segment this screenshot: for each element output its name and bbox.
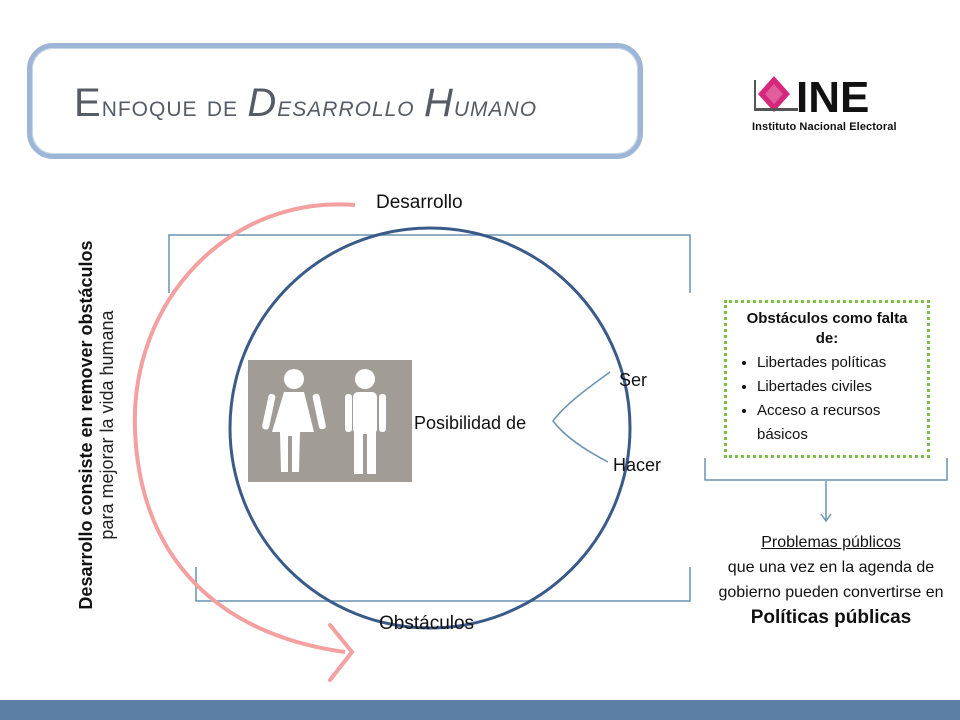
- obstacle-item: Acceso a recursos básicos: [757, 399, 917, 447]
- label-ser: Ser: [619, 370, 648, 390]
- label-obstaculos: Obstáculos: [379, 613, 475, 634]
- bottom-bracket: [195, 567, 691, 602]
- problems-text: Problemas públicos que una vez en la age…: [716, 530, 946, 630]
- down-arrow-head: [820, 513, 832, 523]
- title-box: Enfoque de Desarrollo Humano: [27, 43, 643, 159]
- logo-diamond-icon: [758, 76, 790, 112]
- obstacles-list: Libertades políticas Libertades civiles …: [737, 351, 917, 447]
- obstacle-item: Libertades civiles: [757, 375, 917, 399]
- logo-acronym: INE: [796, 74, 869, 122]
- logo-subtitle: Instituto Nacional Electoral: [752, 121, 897, 133]
- development-arc: [132, 202, 356, 654]
- public-policies-label: Políticas públicas: [750, 607, 912, 628]
- main-circle: [228, 226, 632, 630]
- obstacles-bracket: [704, 458, 948, 481]
- top-bracket: [168, 234, 691, 293]
- obstacles-box: Obstáculos como falta de: Libertades pol…: [724, 300, 930, 458]
- vertical-caption: Desarrollo consiste en remover obstáculo…: [52, 205, 142, 645]
- problems-heading: Problemas públicos: [761, 534, 901, 551]
- people-pictogram: [248, 360, 412, 482]
- obstacle-item: Libertades políticas: [757, 351, 917, 375]
- problems-body: que una vez en la agenda de gobierno pue…: [718, 559, 944, 601]
- woman-man-icon: [262, 369, 386, 474]
- arc-arrow-head: [328, 623, 355, 682]
- label-posibilidad: Posibilidad de: [414, 413, 527, 433]
- obstacles-title: Obstáculos como falta de:: [746, 310, 908, 347]
- footer-bar: [0, 700, 960, 720]
- page-title: Enfoque de Desarrollo Humano: [74, 81, 538, 125]
- ine-logo: INE: [754, 74, 869, 122]
- label-desarrollo: Desarrollo: [376, 192, 463, 213]
- branch-lines: [552, 371, 611, 463]
- vertical-caption-line2: para mejorar la vida humana: [97, 310, 117, 540]
- label-hacer: Hacer: [613, 455, 662, 475]
- vertical-caption-line1: Desarrollo consiste en remover obstáculo…: [76, 240, 96, 610]
